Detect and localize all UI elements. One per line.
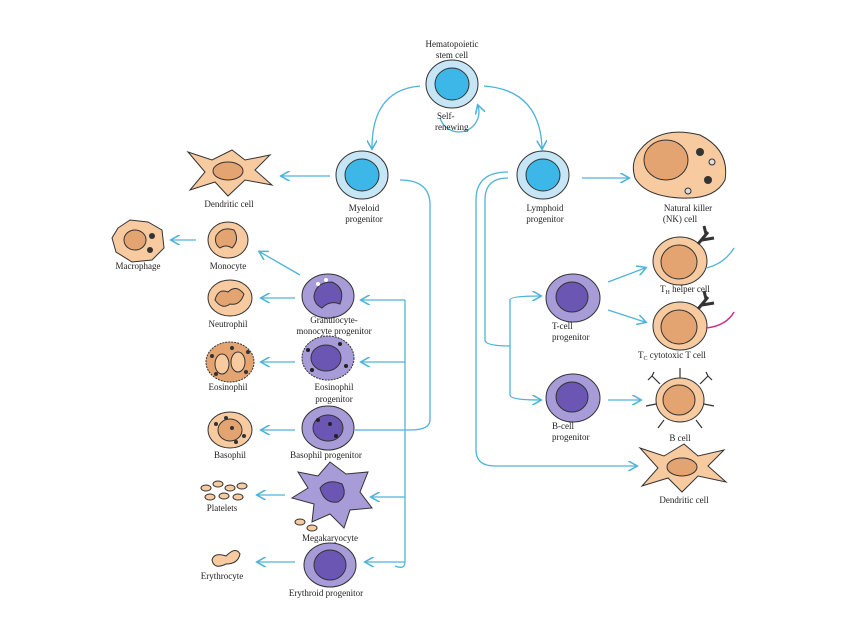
macrophage-label: Macrophage xyxy=(116,261,161,271)
erythrocyte-label: Erythrocyte xyxy=(201,571,243,581)
erythrocyte-cell xyxy=(211,550,241,567)
granulocyte-monocyte-progenitor-cell xyxy=(301,273,355,319)
dendritic-cell-left xyxy=(186,149,274,197)
erythroid-progenitor-label: Erythroid progenitor xyxy=(289,588,363,598)
lymphoid-label-1: Lymphoid xyxy=(526,203,564,213)
monocyte-cell xyxy=(207,221,249,259)
hematopoietic-stem-cell xyxy=(425,59,479,109)
connectors xyxy=(172,85,645,568)
nk-label-2: (NK) cell xyxy=(663,214,698,224)
platelets-label: Platelets xyxy=(207,503,238,513)
dendritic-right-label: Dendritic cell xyxy=(659,495,709,505)
basophil-cell xyxy=(207,411,253,449)
lymphoid-label-2: progenitor xyxy=(526,214,564,224)
gm-label-1: Granulocyte- xyxy=(310,315,357,325)
basophil-label: Basophil xyxy=(214,450,247,460)
tc-cytotoxic-t-cell xyxy=(652,290,735,351)
platelets xyxy=(200,480,248,501)
nk-label-1: Natural killer xyxy=(664,203,712,213)
b-cell xyxy=(645,368,715,429)
b-cell-progenitor-cell xyxy=(545,373,601,423)
hsc-label-2: stem cell xyxy=(436,50,469,60)
myeloid-label-1: Myeloid xyxy=(349,203,380,213)
dendritic-left-label: Dendritic cell xyxy=(204,199,254,209)
gm-label-2: monocyte progenitor xyxy=(296,326,371,336)
b-progenitor-label-1: B-cell xyxy=(552,421,574,431)
dendritic-cell-right xyxy=(638,443,728,493)
eos-progenitor-label-2: progenitor xyxy=(315,394,353,404)
t-cell-progenitor-cell xyxy=(545,273,601,323)
macrophage-cell xyxy=(111,219,165,263)
baso-progenitor-label: Basophil progenitor xyxy=(290,450,362,460)
monocyte-label: Monocyte xyxy=(210,261,247,271)
nk-cell xyxy=(632,131,727,199)
myeloid-label-2: progenitor xyxy=(345,214,383,224)
neutrophil-cell xyxy=(207,279,253,317)
basophil-progenitor-cell xyxy=(301,405,355,451)
t-progenitor-label-2: progenitor xyxy=(552,332,590,342)
th-label: TH helper cell xyxy=(660,284,710,296)
b-progenitor-label-2: progenitor xyxy=(552,432,590,442)
tc-label: TC cytotoxic T cell xyxy=(638,350,706,362)
lymphoid-progenitor-cell xyxy=(516,150,570,200)
eos-progenitor-label-1: Eosinophil xyxy=(314,382,354,392)
self-renewing-label-1: Self- xyxy=(437,111,455,121)
t-progenitor-label-1: T-cell xyxy=(552,321,573,331)
th-helper-cell xyxy=(652,225,735,286)
self-renewing-label-2: renewing xyxy=(435,122,469,132)
hsc-label-1: Hematopoietic xyxy=(426,39,479,49)
eosinophil-progenitor-cell xyxy=(301,335,355,381)
megakaryocyte-cell xyxy=(290,461,373,532)
b-cell-label: B cell xyxy=(669,433,691,443)
eosinophil-cell xyxy=(205,341,255,383)
myeloid-progenitor-cell xyxy=(335,150,389,200)
megakaryocyte-label: Megakaryocyte xyxy=(302,533,358,543)
neutrophil-label: Neutrophil xyxy=(209,319,248,329)
erythroid-progenitor-cell xyxy=(303,542,357,588)
eosinophil-label: Eosinophil xyxy=(208,382,248,392)
